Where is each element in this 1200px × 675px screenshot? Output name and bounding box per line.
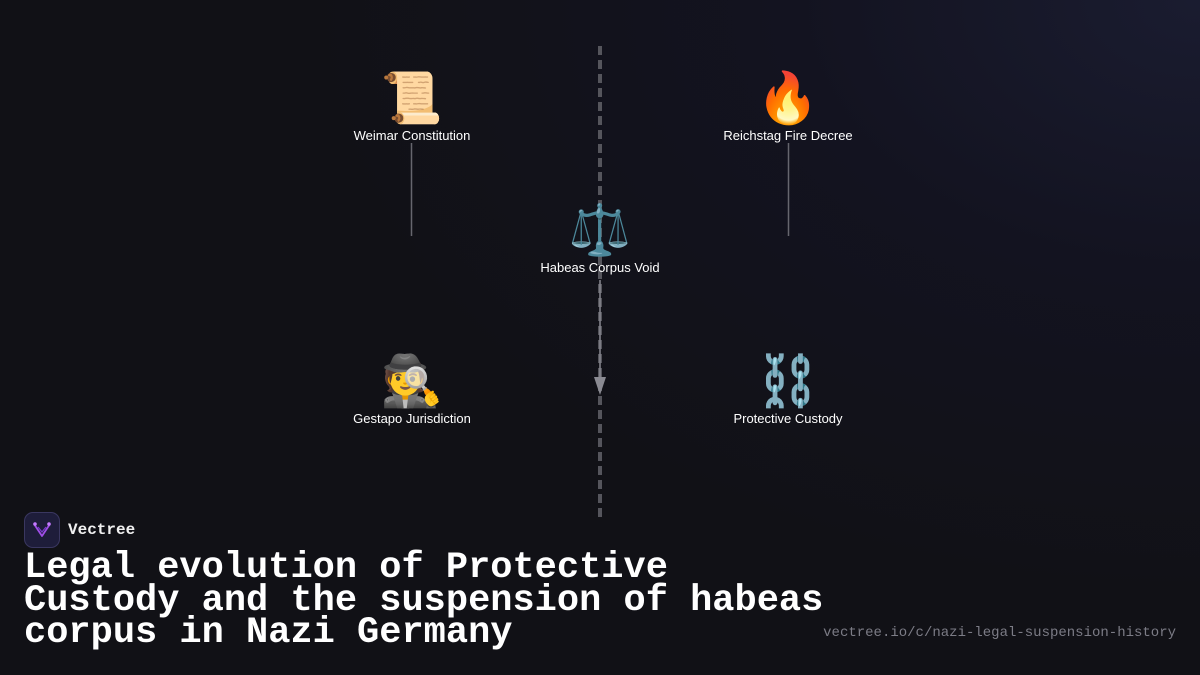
detective-icon: 🕵️ [380,353,444,409]
fire-icon: 🔥 [756,70,820,126]
source-url[interactable]: vectree.io/c/nazi-legal-suspension-histo… [823,625,1176,641]
node-gestapo-jurisdiction[interactable]: 🕵️ Gestapo Jurisdiction [332,353,492,426]
node-reichstag-fire-decree[interactable]: 🔥 Reichstag Fire Decree [698,70,878,143]
vectree-logo-icon [24,512,60,548]
node-label: Reichstag Fire Decree [723,128,853,143]
node-label: Habeas Corpus Void [540,260,660,275]
balance-scale-icon: ⚖️ [568,202,632,258]
arrowhead [594,377,606,395]
brand[interactable]: Vectree [24,512,135,548]
scroll-icon: 📜 [380,70,444,126]
node-habeas-corpus-void[interactable]: ⚖️ Habeas Corpus Void [520,202,680,275]
node-label: Gestapo Jurisdiction [353,411,471,426]
brand-name: Vectree [68,521,136,539]
node-protective-custody[interactable]: ⛓️ Protective Custody [708,353,868,426]
node-label: Weimar Constitution [353,128,471,143]
page-title: Legal evolution of Protective Custody an… [24,547,824,654]
node-label: Protective Custody [733,411,843,426]
chains-icon: ⛓️ [756,353,820,409]
node-weimar-constitution[interactable]: 📜 Weimar Constitution [332,70,492,143]
